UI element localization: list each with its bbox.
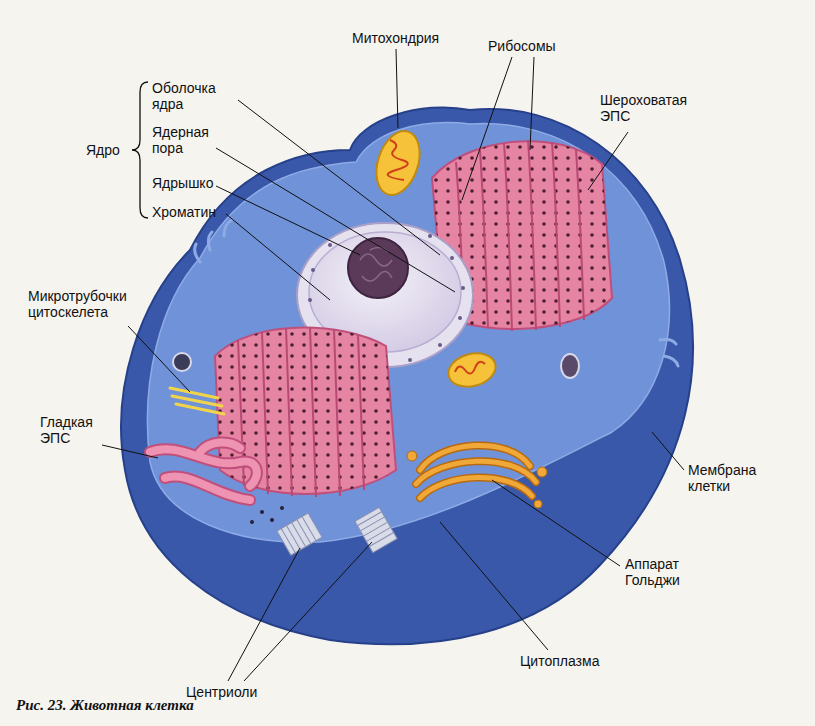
part-label: Рибосомы: [488, 38, 556, 54]
microtubules: [170, 388, 224, 414]
part-label: Хроматин: [152, 204, 216, 220]
group-label: Ядро: [86, 142, 120, 158]
vesicle: [173, 353, 579, 378]
part-label: Микротрубочки цитоскелета: [28, 288, 140, 320]
mitochondrion: [369, 125, 500, 391]
free-ribosomes: [250, 506, 284, 524]
part-label: Центриоли: [186, 684, 257, 700]
centriole: [277, 507, 397, 555]
rough-er: [215, 327, 396, 497]
group-bracket: [132, 82, 148, 218]
cell-body: [121, 107, 693, 644]
part-label: Митохондрия: [352, 30, 439, 46]
leader-lines: [102, 49, 684, 681]
part-label: Шероховатая ЭПС: [600, 92, 710, 124]
part-label: Оболочка ядра: [152, 80, 232, 112]
smooth-er: [150, 442, 257, 500]
part-label: Ядрышко: [152, 175, 213, 191]
part-label: Мембрана клетки: [688, 462, 768, 494]
part-label: Аппарат Гольджи: [625, 556, 703, 588]
golgi: [407, 445, 547, 508]
part-label: Цитоплазма: [520, 653, 599, 669]
part-label: Гладкая ЭПС: [40, 414, 108, 446]
part-label: Ядерная пора: [152, 124, 224, 156]
figure-caption: Рис. 23. Животная клетка: [16, 697, 194, 714]
